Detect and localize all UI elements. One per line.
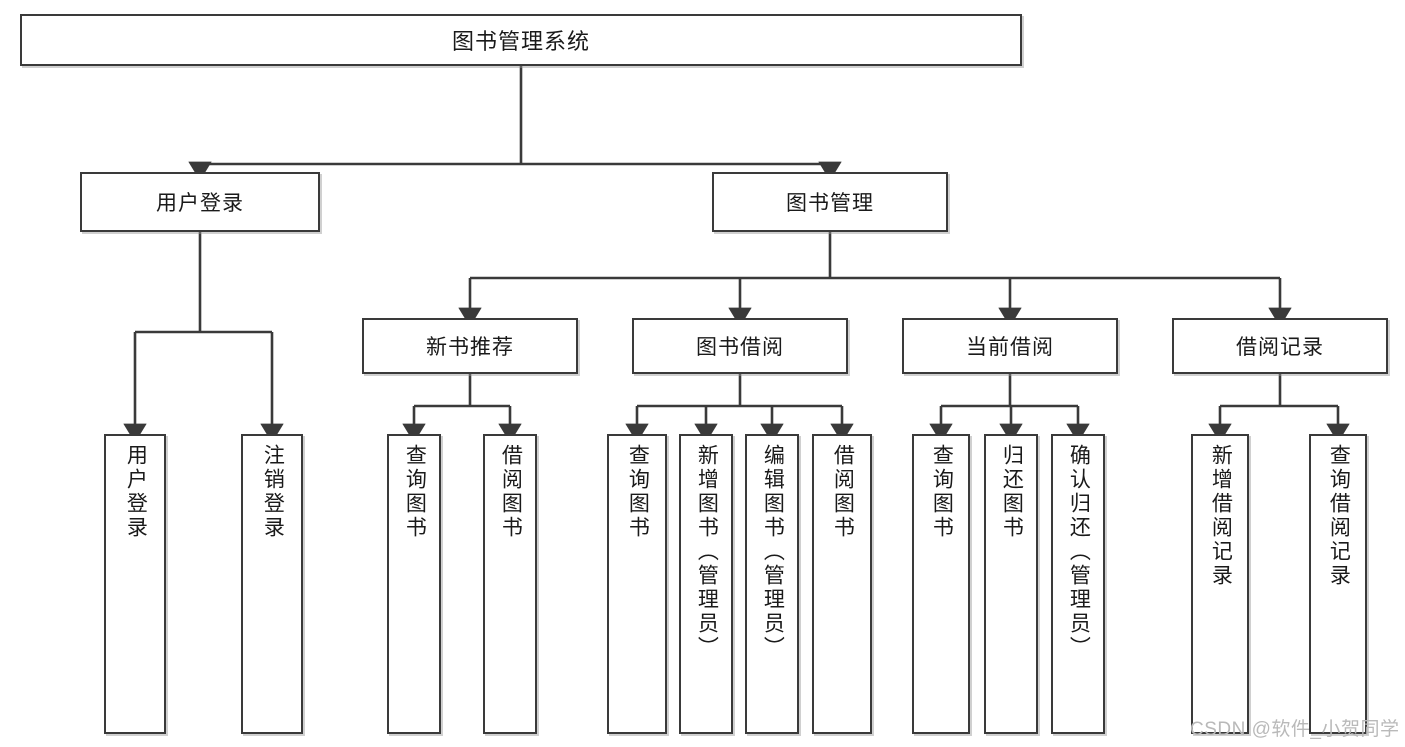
node-new-book-recommend[interactable]: 新书推荐 bbox=[362, 318, 578, 374]
node-leaf-add-book-admin[interactable]: 新增图书（管理员） bbox=[679, 434, 733, 734]
node-leaf-return-book-label: 归还图书 bbox=[1000, 444, 1024, 540]
node-leaf-query-book-rec-label: 查询图书 bbox=[403, 444, 427, 540]
node-leaf-edit-book-admin[interactable]: 编辑图书（管理员） bbox=[745, 434, 799, 734]
node-leaf-borrow-book-rec[interactable]: 借阅图书 bbox=[483, 434, 537, 734]
node-leaf-edit-book-admin-label: 编辑图书（管理员） bbox=[761, 444, 785, 660]
node-leaf-return-book[interactable]: 归还图书 bbox=[984, 434, 1038, 734]
node-leaf-borrow-book-label: 借阅图书 bbox=[831, 444, 855, 540]
node-leaf-confirm-return-admin[interactable]: 确认归还（管理员） bbox=[1051, 434, 1105, 734]
node-leaf-borrow-book-rec-label: 借阅图书 bbox=[499, 444, 523, 540]
node-leaf-query-book-rec[interactable]: 查询图书 bbox=[387, 434, 441, 734]
node-leaf-confirm-return-admin-label: 确认归还（管理员） bbox=[1067, 444, 1091, 660]
node-leaf-logout[interactable]: 注销登录 bbox=[241, 434, 303, 734]
node-current-borrow[interactable]: 当前借阅 bbox=[902, 318, 1118, 374]
node-leaf-query-borrow-record-label: 查询借阅记录 bbox=[1327, 444, 1351, 588]
node-borrow-record-label: 借阅记录 bbox=[1236, 336, 1324, 359]
node-book-borrow[interactable]: 图书借阅 bbox=[632, 318, 848, 374]
node-user-login-label: 用户登录 bbox=[156, 192, 244, 215]
watermark-text: CSDN @软件_小贺同学 bbox=[1190, 719, 1400, 740]
node-root[interactable]: 图书管理系统 bbox=[20, 14, 1022, 66]
node-leaf-query-book-borrow-label: 查询图书 bbox=[626, 444, 650, 540]
node-leaf-add-borrow-record-label: 新增借阅记录 bbox=[1209, 444, 1233, 588]
node-book-manage-label: 图书管理 bbox=[786, 192, 874, 215]
node-leaf-query-book-current-label: 查询图书 bbox=[930, 444, 954, 540]
node-leaf-user-login[interactable]: 用户登录 bbox=[104, 434, 166, 734]
node-new-book-recommend-label: 新书推荐 bbox=[426, 336, 514, 359]
node-leaf-borrow-book[interactable]: 借阅图书 bbox=[812, 434, 872, 734]
node-book-borrow-label: 图书借阅 bbox=[696, 336, 784, 359]
node-borrow-record[interactable]: 借阅记录 bbox=[1172, 318, 1388, 374]
node-leaf-user-login-label: 用户登录 bbox=[124, 444, 148, 540]
node-leaf-query-book-borrow[interactable]: 查询图书 bbox=[607, 434, 667, 734]
node-book-manage[interactable]: 图书管理 bbox=[712, 172, 948, 232]
node-leaf-logout-label: 注销登录 bbox=[261, 444, 285, 540]
node-root-label: 图书管理系统 bbox=[451, 29, 590, 54]
node-current-borrow-label: 当前借阅 bbox=[966, 336, 1054, 359]
node-leaf-query-borrow-record[interactable]: 查询借阅记录 bbox=[1309, 434, 1367, 734]
node-leaf-query-book-current[interactable]: 查询图书 bbox=[912, 434, 970, 734]
node-leaf-add-book-admin-label: 新增图书（管理员） bbox=[695, 444, 719, 660]
node-user-login[interactable]: 用户登录 bbox=[80, 172, 320, 232]
node-leaf-add-borrow-record[interactable]: 新增借阅记录 bbox=[1191, 434, 1249, 734]
